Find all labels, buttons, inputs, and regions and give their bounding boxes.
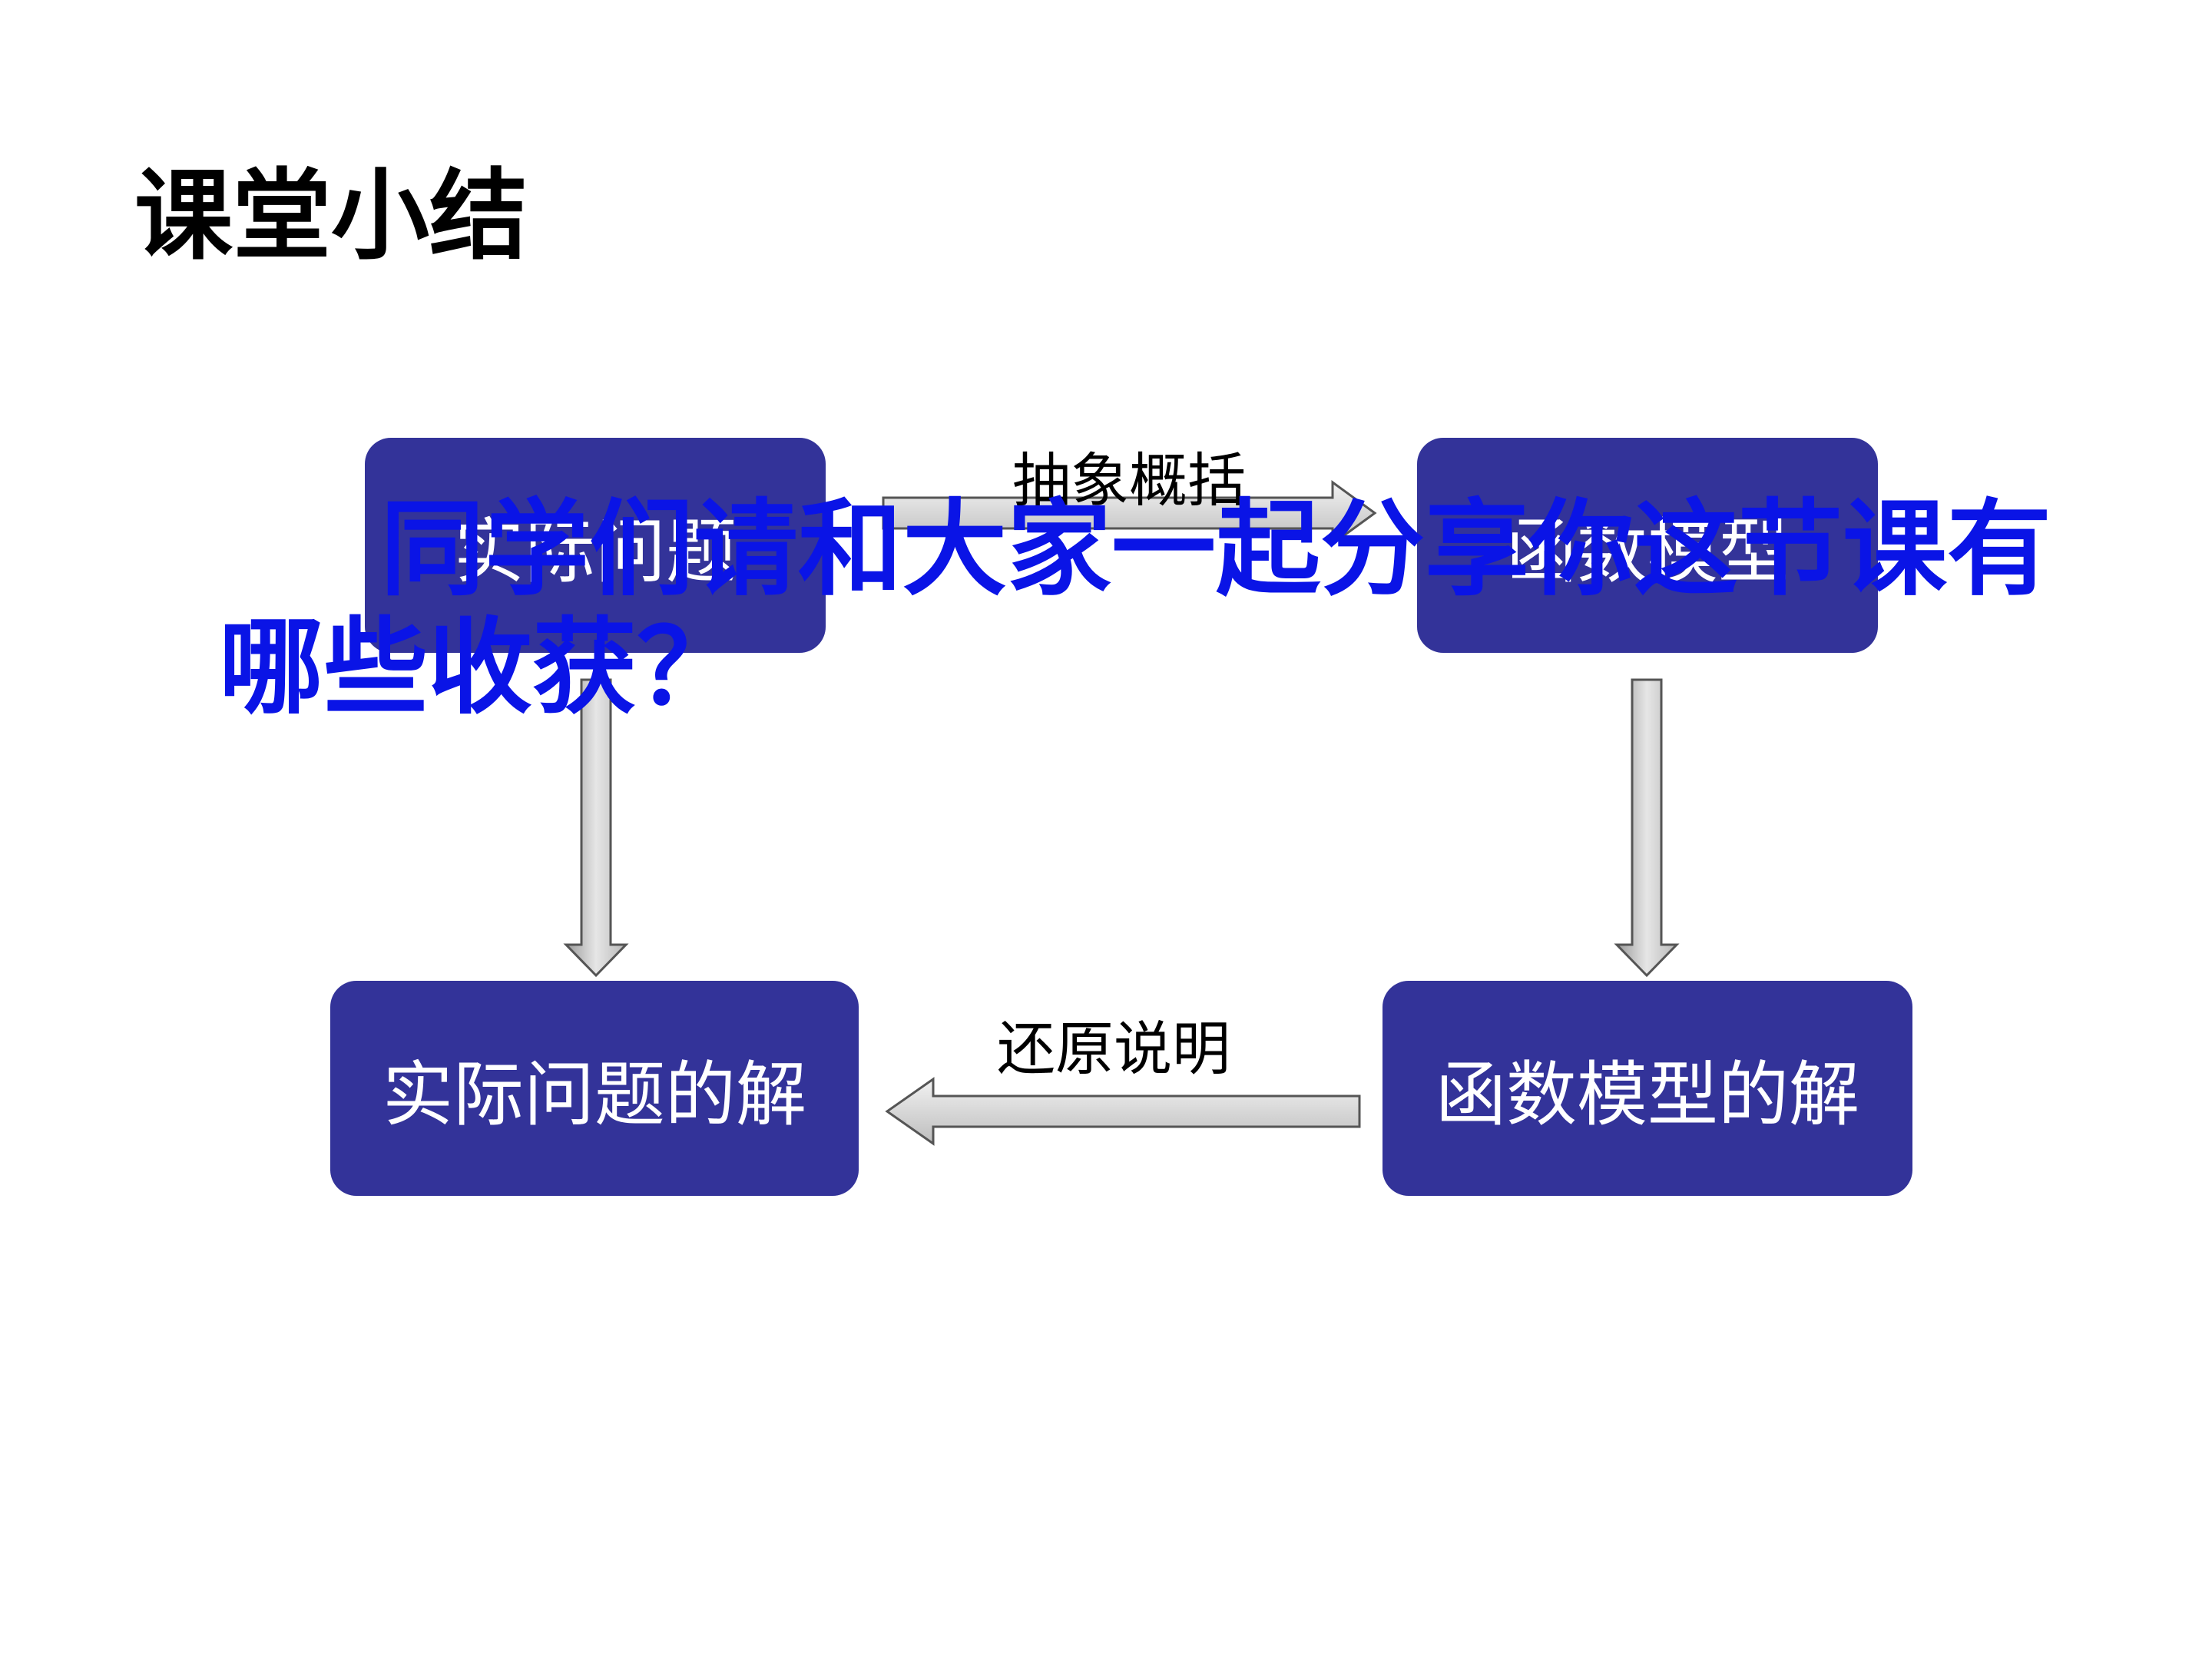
arrow-left-bottom xyxy=(885,1077,1361,1146)
arrow-right-top xyxy=(882,480,1377,546)
overlay-question: 同学们请和大家一起分享你这节课有哪些收获？ xyxy=(219,489,2051,729)
node-real-problem: 实际问题 xyxy=(365,438,826,653)
edge-label-abstract: 抽象概括 xyxy=(1012,446,1246,515)
node-function-model: 函数模型 xyxy=(1417,438,1878,653)
slide-title: 课堂小结 xyxy=(134,159,528,273)
arrow-down-left xyxy=(563,678,629,978)
edge-label-restore: 还原说明 xyxy=(997,1015,1230,1083)
node-function-model-solution: 函数模型的解 xyxy=(1382,981,1912,1196)
node-real-problem-solution: 实际问题的解 xyxy=(330,981,859,1196)
arrow-down-right xyxy=(1614,678,1680,978)
